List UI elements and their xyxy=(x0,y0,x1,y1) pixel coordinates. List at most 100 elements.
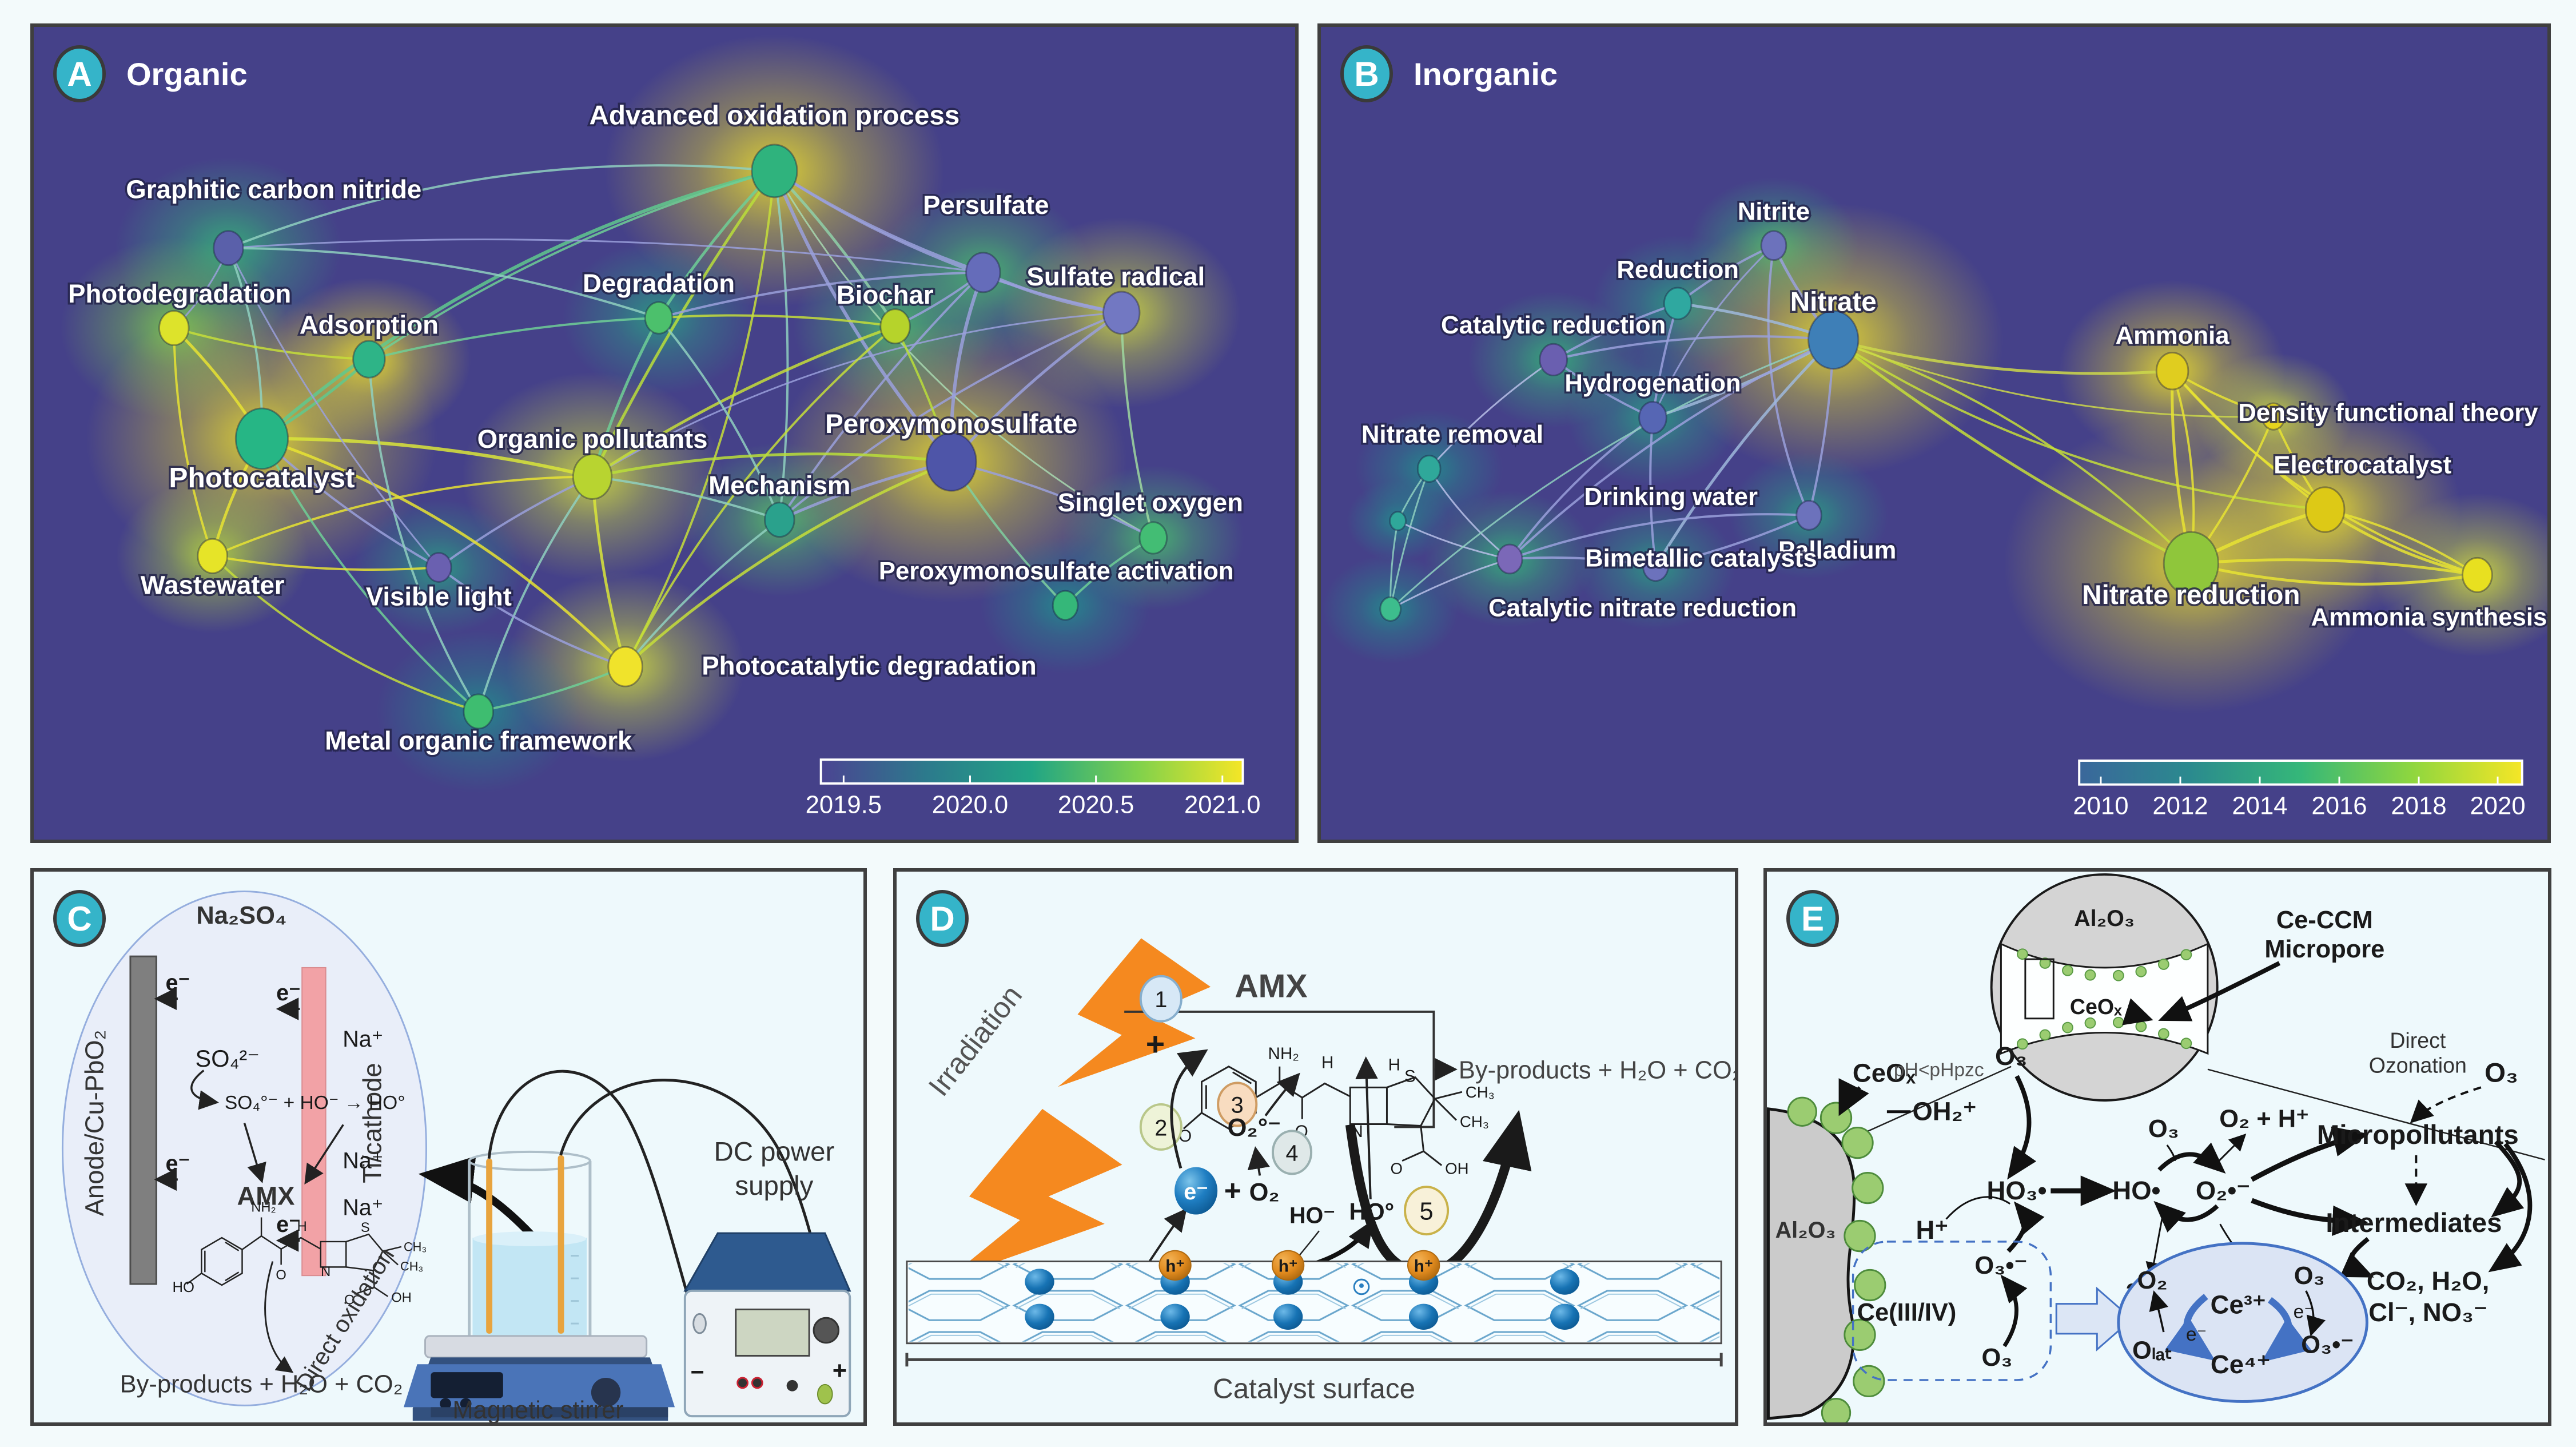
network-node xyxy=(965,252,1001,293)
network-node xyxy=(572,453,613,500)
panel-a-header: A Organic xyxy=(53,45,248,102)
network-node-label: Sulfate radical xyxy=(1026,262,1205,291)
network-node-label: Bimetallic catalysts xyxy=(1585,544,1817,572)
network-edge xyxy=(1397,520,1510,560)
panel-a-title: Organic xyxy=(126,55,248,92)
radical-reaction: SO₄°⁻ + HO⁻ → HO° xyxy=(225,1092,405,1114)
network-edge xyxy=(624,325,896,667)
network-node xyxy=(1102,291,1141,335)
right-arc-1 xyxy=(2491,1140,2525,1218)
network-node-label: Ammonia synthesis xyxy=(2311,603,2547,631)
sodium-ion: Na⁺ xyxy=(343,1195,383,1221)
ce-ccm-arrow xyxy=(2158,961,2281,1021)
photocatalysis-svg: Irradiation AMX By-products + H₂O + CO₂ … xyxy=(905,938,1735,1405)
stirrer-label: Magnetic stirrer xyxy=(452,1397,623,1422)
struct-nh2: NH₂ xyxy=(251,1200,276,1215)
network-edge xyxy=(950,311,1122,463)
alumina-blob: Al₂O₃ xyxy=(1767,1096,1886,1422)
network-node xyxy=(764,502,795,538)
network-node-label: Organic pollutants xyxy=(477,424,708,454)
electrolyte-label: Na₂SO₄ xyxy=(196,902,286,929)
network-edge xyxy=(261,438,440,569)
byproducts-label: By-products + H₂O + CO₂ xyxy=(120,1371,403,1398)
network-node xyxy=(213,230,244,267)
panel-e-badge: E xyxy=(1786,890,1839,947)
network-node xyxy=(2155,352,2189,391)
o2-label: O₂ xyxy=(1249,1179,1280,1206)
catalyst-surface-label: Catalyst surface xyxy=(1213,1373,1415,1405)
ce-redox-ellipse: O₂ Oₗₐₜ Ce³⁺ Ce⁴⁺ e⁻ e⁻ O₃ O₃•⁻ xyxy=(2117,1242,2368,1403)
network-node xyxy=(2462,556,2493,593)
colorbar-tick-label: 2020.5 xyxy=(1058,791,1134,818)
hole-node xyxy=(1158,1250,1192,1281)
network-node-label: Hydrogenation xyxy=(1564,369,1741,397)
block-arrow-icon xyxy=(2055,1286,2133,1351)
struct-oh: OH xyxy=(391,1291,412,1306)
colorbar-tick-label: 2018 xyxy=(2391,792,2446,820)
network-edge xyxy=(658,271,984,319)
panel-d-badge: D xyxy=(916,890,969,947)
hydroxide-label: HO⁻ xyxy=(1289,1203,1335,1228)
superoxide-label: O₂°⁻ xyxy=(1228,1114,1281,1142)
network-edge xyxy=(477,476,594,712)
network-node xyxy=(425,552,452,583)
step-number: 5 xyxy=(1420,1198,1434,1225)
micropore-inset: Al₂O₃ CeOₓ xyxy=(1990,873,2219,1102)
lightning-bolt-icon xyxy=(1058,938,1211,1087)
network-edge xyxy=(368,316,659,361)
network-node xyxy=(644,301,674,335)
network-node-label: Advanced oxidation process xyxy=(589,101,959,131)
network-edge xyxy=(228,238,984,273)
network-edge xyxy=(368,359,480,712)
o2-up-arrow xyxy=(1247,1146,1270,1176)
panel-b-badge: B xyxy=(1340,45,1393,102)
anode-bar xyxy=(129,955,157,1285)
o3-ellipse-label: O₃ xyxy=(2294,1262,2325,1290)
struct-h: H xyxy=(1321,1054,1333,1072)
struct-ch3: CH₃ xyxy=(404,1240,427,1254)
o2h-out-arrow xyxy=(2218,1134,2247,1162)
to-intermediates-arrow xyxy=(2251,1198,2368,1236)
network-edge xyxy=(591,325,896,478)
network-node-label: Catalytic nitrate reduction xyxy=(1488,594,1797,622)
panel-a-badge: A xyxy=(53,45,106,102)
plus-terminal: + xyxy=(833,1357,847,1385)
ceox-pore-label: CeOₓ xyxy=(2070,995,2122,1019)
network-edge xyxy=(1833,338,2173,375)
network-edge xyxy=(1120,312,1154,538)
network-edge xyxy=(368,169,775,360)
amx-title: AMX xyxy=(1235,968,1307,1004)
step-number: 1 xyxy=(1154,987,1167,1012)
network-edge xyxy=(624,519,781,667)
network-edge xyxy=(591,476,627,667)
o2-label: O₂ xyxy=(2137,1267,2168,1294)
hole-node xyxy=(1407,1250,1440,1281)
to-amx-arrow xyxy=(304,1124,344,1185)
products-line-1: CO₂, H₂O, xyxy=(2367,1266,2490,1295)
beaker-to-cell-arrow xyxy=(418,1156,536,1239)
network-edge xyxy=(1389,468,1430,610)
struct-oh: OH xyxy=(1445,1159,1468,1177)
network-edge xyxy=(1389,558,1510,610)
network-node-label: Peroxymonosulfate xyxy=(825,409,1078,439)
ho-label: HO• xyxy=(2112,1176,2160,1205)
struct-o: O xyxy=(276,1268,286,1283)
power-port xyxy=(692,1313,707,1334)
h-plus-label: H⁺ xyxy=(1916,1215,1949,1245)
products-line-2: Cl⁻, NO₃⁻ xyxy=(2368,1298,2487,1327)
colorbar-tick-label: 2020.0 xyxy=(932,791,1008,818)
network-node-label: Photocatalytic degradation xyxy=(702,651,1036,680)
network-node xyxy=(1379,596,1402,622)
surface-bracket xyxy=(905,1353,1723,1367)
network-edge xyxy=(1652,245,1775,418)
network-node-label: Photodegradation xyxy=(68,279,291,308)
alumina-top-label: Al₂O₃ xyxy=(2074,906,2135,931)
network-node-label: Peroxymonosulfate activation xyxy=(879,558,1234,585)
network-edge xyxy=(592,475,780,521)
network-edge xyxy=(592,312,1122,478)
electron-label: e⁻ xyxy=(165,970,190,995)
network-node-label: Reduction xyxy=(1617,256,1739,284)
network-edge xyxy=(173,328,214,556)
network-edge xyxy=(773,170,789,520)
electron-label: e⁻ xyxy=(165,1151,190,1176)
